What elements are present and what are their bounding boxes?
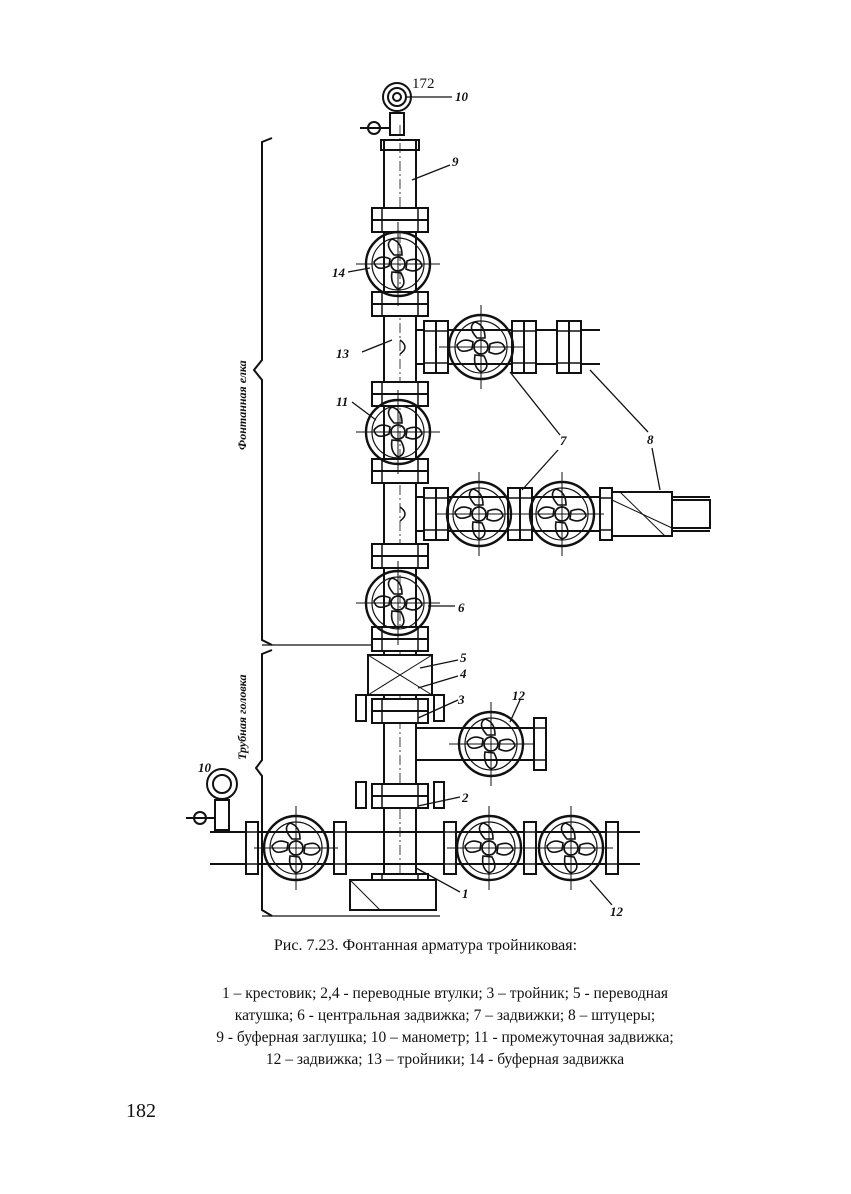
cross-left-valve-wheel [252,804,340,892]
legend-line: катушка; 6 - центральная задвижка; 7 – з… [234,1007,656,1024]
cross-branch [210,831,640,911]
side-label-upper: Фонтанная елка [235,360,249,450]
manometer-top-icon [360,82,420,205]
label-9: 9 [452,154,459,169]
main-column [383,125,417,900]
label-8: 8 [647,432,654,447]
label-4: 4 [459,666,467,681]
middle-branch [399,491,711,537]
figure-legend: 1 – крестовик; 2,4 - переводные втулки; … [150,983,740,1071]
side-label-lower: Трубная головка [235,675,249,760]
label-10-bottom: 10 [198,760,212,775]
upper-branch-valve-wheel [437,303,525,391]
middle-branch-valve-wheel-2 [518,470,606,558]
leader-lines [347,96,661,906]
label-2: 2 [461,790,469,805]
legend-line: 1 – крестовик; 2,4 - переводные втулки; … [221,985,669,1002]
bracket-lower [254,649,273,917]
label-7: 7 [560,433,567,448]
manometer-bottom-icon [186,768,238,831]
label-5: 5 [460,650,467,665]
fountain-fitting-diagram: Фонтанная елка Трубная головка [186,76,711,919]
legend-line: 12 – задвижка; 13 – тройники; 14 - буфер… [265,1051,625,1068]
cross-right-valve-wheel-1 [445,804,533,892]
label-3: 3 [457,692,465,707]
label-12-upper: 12 [512,688,526,703]
label-14: 14 [332,265,346,280]
cross-right-valve-wheel-2 [527,804,615,892]
legend-line: 9 - буферная заглушка; 10 – манометр; 11… [216,1029,674,1046]
label-11: 11 [336,394,348,409]
label-6: 6 [458,600,465,615]
label-1: 1 [462,886,469,901]
middle-branch-valve-wheel-1 [435,470,523,558]
tee-valve-wheel [447,700,535,788]
label-13: 13 [336,346,350,361]
column-flanges [371,207,429,899]
page-number: 182 [126,1100,156,1122]
figure-caption: Рис. 7.23. Фонтанная арматура тройникова… [273,937,578,954]
bracket-upper [252,137,273,646]
label-10-top: 10 [455,89,469,104]
label-12-lower: 12 [610,904,624,919]
label-172: 172 [412,76,435,92]
